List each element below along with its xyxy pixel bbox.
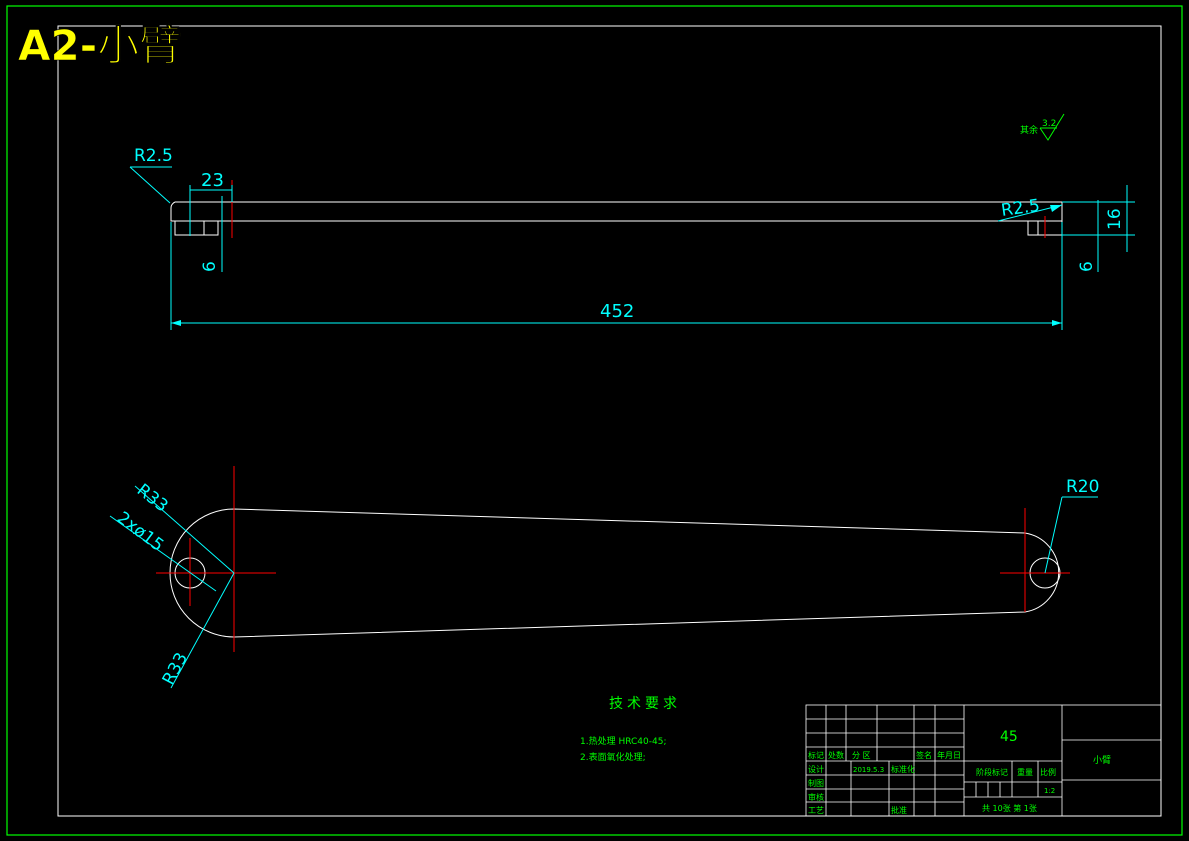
left-slot	[174, 220, 219, 236]
dim-452-arrow-left	[171, 320, 181, 326]
r33-upper-leader	[134, 485, 235, 574]
arm-outline	[169, 508, 1060, 638]
tb-part-name: 小臂	[1093, 754, 1111, 766]
tb-process: 工艺	[808, 806, 824, 815]
tech-heading: 技术要求	[609, 696, 681, 712]
tb-sign: 签名	[916, 750, 932, 760]
roughness-symbol: 其余 3.2	[1020, 113, 1065, 141]
tb-material: 45	[1000, 729, 1018, 745]
tb-count: 处数	[828, 750, 844, 760]
dim-r33-lower: R33	[159, 649, 192, 688]
r20-leader	[1044, 496, 1063, 574]
dim-6-left: 6	[200, 261, 220, 272]
r25-right-arrow	[1050, 205, 1062, 212]
tb-scale-value: 1:2	[1044, 787, 1055, 795]
tb-drawn: 制图	[808, 778, 824, 788]
tb-design-date: 2019.5.3	[853, 766, 884, 774]
holes-leader	[109, 515, 217, 592]
roughness-mark	[1039, 113, 1065, 141]
tech-requirements: 技术要求 1.热处理 HRC40-45; 2.表面氧化处理;	[580, 696, 681, 763]
dim-452-arrow-right	[1052, 320, 1062, 326]
outer-border	[6, 5, 1183, 836]
tech-item-1: 1.热处理 HRC40-45;	[580, 735, 667, 747]
dim-r25-right: R2.5	[1000, 196, 1041, 221]
dim-r20: R20	[1066, 477, 1099, 497]
sheet-title: A2-小臂	[18, 21, 181, 70]
roughness-value: 3.2	[1042, 119, 1056, 129]
tech-item-2: 2.表面氧化处理;	[580, 751, 646, 763]
tb-scale: 比例	[1040, 767, 1056, 777]
tb-sheets: 共 10张 第 1张	[982, 803, 1037, 813]
dim-452: 452	[600, 301, 634, 322]
title-block-text: 45 小臂 标记 处数 分 区 签名 年月日 设计 2019.5.3 标准化 制…	[808, 729, 1111, 815]
dim-r33-upper: R33	[133, 480, 172, 516]
inner-frame	[57, 25, 1162, 817]
dim-r25-left: R2.5	[134, 146, 173, 166]
tb-approve: 批准	[891, 805, 907, 815]
r25-left-arrow	[129, 166, 171, 204]
tb-date: 年月日	[937, 750, 961, 760]
roughness-prefix: 其余	[1020, 124, 1038, 136]
left-end-edge	[170, 201, 176, 222]
tb-design: 设计	[808, 764, 824, 774]
tb-zone: 分 区	[852, 751, 871, 760]
dim-6-right: 6	[1077, 261, 1097, 272]
front-view: R33 2xø15 R33 R20	[109, 466, 1099, 689]
title-block	[805, 704, 1162, 817]
dim-16: 16	[1105, 208, 1125, 230]
title-block-frame	[805, 704, 1162, 817]
top-view: R2.5 23 6 452 R2.5 16	[129, 146, 1135, 330]
tb-stage-mark: 阶段标记	[976, 767, 1008, 777]
r33-lower-leader	[170, 572, 235, 689]
tb-mark: 标记	[808, 750, 824, 760]
tb-check: 审核	[808, 792, 824, 802]
dim-23: 23	[201, 170, 224, 191]
tb-weight: 重量	[1017, 767, 1033, 777]
tb-standard: 标准化	[891, 764, 915, 774]
